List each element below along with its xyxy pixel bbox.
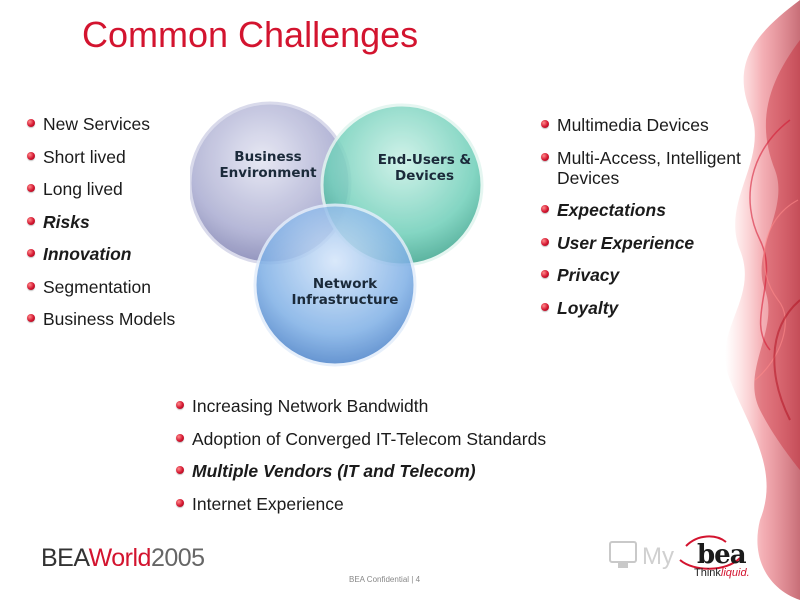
red-bullet-icon xyxy=(176,401,184,409)
bottom-list-item: Adoption of Converged IT-Telecom Standar… xyxy=(176,429,556,449)
right-list-item-text: Privacy xyxy=(557,265,620,285)
end-users-devices-label: End-Users & Devices xyxy=(377,152,472,184)
left-list-item-text: Segmentation xyxy=(43,276,151,297)
bottom-list-item-text: Increasing Network Bandwidth xyxy=(192,396,429,416)
red-bullet-icon xyxy=(541,302,549,311)
left-list-item: Long lived xyxy=(27,179,177,199)
red-bullet-icon xyxy=(176,433,184,442)
confidential-footer: BEA Confidential | 4 xyxy=(349,575,421,584)
red-bullet-icon xyxy=(27,249,35,257)
red-bullet-icon xyxy=(541,270,549,278)
red-bullet-icon xyxy=(541,120,549,128)
bea-logo-word: bea xyxy=(697,540,747,570)
bottom-list-item: Multiple Vendors (IT and Telecom) xyxy=(176,461,556,481)
red-bullet-icon xyxy=(176,498,184,507)
left-list-item-text: Short lived xyxy=(43,146,126,167)
bottom-list-item: Increasing Network Bandwidth xyxy=(176,396,556,416)
bottom-list-item: Internet Experience xyxy=(176,494,556,514)
right-list-item: Multimedia Devices xyxy=(541,115,741,135)
bottom-list-item-text: Internet Experience xyxy=(192,493,344,514)
red-bullet-icon xyxy=(176,466,184,474)
brand-part-year: 2005 xyxy=(150,544,205,572)
left-list-item: Innovation xyxy=(27,244,177,264)
beaworld-brand: BEAWorld2005 xyxy=(41,544,205,573)
red-bullet-icon xyxy=(27,184,35,192)
think-liquid-tagline: Thinkliquid. xyxy=(694,567,750,579)
left-list-item: Business Models xyxy=(27,309,177,329)
red-bullet-icon xyxy=(541,205,549,213)
slide-title: Common Challenges xyxy=(82,14,419,55)
red-bullet-icon xyxy=(27,314,35,322)
right-list-item: Expectations xyxy=(541,200,741,220)
tagline-liquid: liquid. xyxy=(720,567,750,579)
left-list-item-text: Risks xyxy=(43,211,90,232)
right-list-item-text: Loyalty xyxy=(557,297,619,318)
left-list-item: Segmentation xyxy=(27,277,177,297)
left-list-item-text: Business Models xyxy=(43,309,176,329)
right-list-item-text: User Experience xyxy=(557,232,695,253)
network-infrastructure-label: Network Infrastructure xyxy=(291,276,399,308)
bottom-list-item-text: Multiple Vendors (IT and Telecom) xyxy=(192,461,476,481)
left-list-item: Risks xyxy=(27,212,177,232)
brand-part-world: World xyxy=(88,544,152,572)
svg-text:My: My xyxy=(642,543,674,570)
network-infrastructure-circle xyxy=(253,203,417,367)
right-list-item: Privacy xyxy=(541,265,741,285)
left-list-item-text: Long lived xyxy=(43,179,123,199)
left-list-item: New Services xyxy=(27,114,177,134)
mysphere-watermark-logo: My xyxy=(609,535,741,570)
brand-part-bea: BEA xyxy=(41,544,89,572)
red-bullet-icon xyxy=(541,237,549,246)
red-smoke-graphic xyxy=(725,0,800,600)
red-bullet-icon xyxy=(27,281,35,290)
left-list-item-text: New Services xyxy=(43,114,150,134)
right-list-item-text: Multimedia Devices xyxy=(557,115,709,135)
red-bullet-icon xyxy=(541,152,549,161)
right-list-item: Loyalty xyxy=(541,298,741,318)
right-list-item-text: Multi-Access, Intelligent Devices xyxy=(557,147,741,188)
tagline-think: Think xyxy=(694,567,721,579)
red-bullet-icon xyxy=(27,151,35,160)
venn-circles xyxy=(188,101,484,367)
red-bullet-icon xyxy=(27,119,35,127)
right-list-item: Multi-Access, Intelligent Devices xyxy=(541,148,741,188)
bottom-list-item-text: Adoption of Converged IT-Telecom Standar… xyxy=(192,428,547,449)
business-environment-label: Business Environment xyxy=(219,149,317,181)
left-list-item: Short lived xyxy=(27,147,177,167)
left-list-item-text: Innovation xyxy=(43,244,132,264)
right-list-item-text: Expectations xyxy=(557,200,666,220)
right-list-item: User Experience xyxy=(541,233,741,253)
red-bullet-icon xyxy=(27,216,35,225)
venn-diagram: Business Environment End-Users & Devices… xyxy=(188,85,490,385)
